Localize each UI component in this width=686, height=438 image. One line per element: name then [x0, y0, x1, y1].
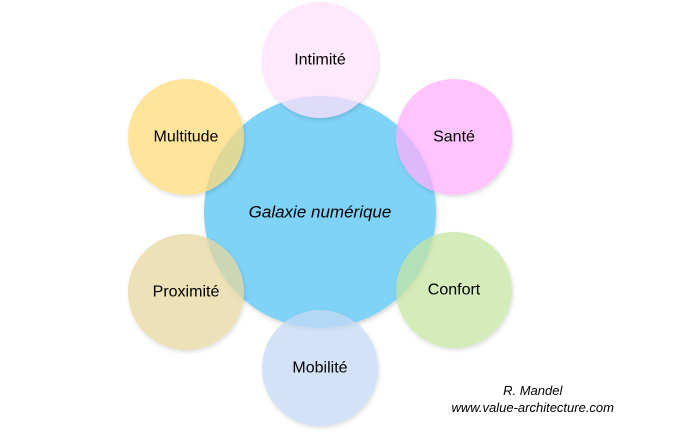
credit-block: R. Mandel www.value-architecture.com	[451, 382, 614, 416]
node-label-mobilite: Mobilité	[292, 360, 347, 377]
node-circle-confort: Confort	[396, 232, 512, 348]
node-circle-sante: Santé	[396, 79, 512, 195]
node-label-intimite: Intimité	[294, 52, 346, 69]
node-circle-multitude: Multitude	[128, 79, 244, 195]
node-circle-proximite: Proximité	[128, 234, 244, 350]
node-label-proximite: Proximité	[153, 284, 220, 301]
node-label-confort: Confort	[428, 282, 481, 299]
node-label-sante: Santé	[433, 129, 475, 146]
node-circle-mobilite: Mobilité	[262, 310, 378, 426]
credit-website: www.value-architecture.com	[451, 400, 614, 415]
center-label: Galaxie numérique	[249, 203, 392, 222]
credit-author: R. Mandel	[503, 383, 563, 398]
node-label-multitude: Multitude	[154, 129, 219, 146]
center-circle: Galaxie numérique	[204, 96, 436, 328]
node-circle-intimite: Intimité	[262, 2, 378, 118]
